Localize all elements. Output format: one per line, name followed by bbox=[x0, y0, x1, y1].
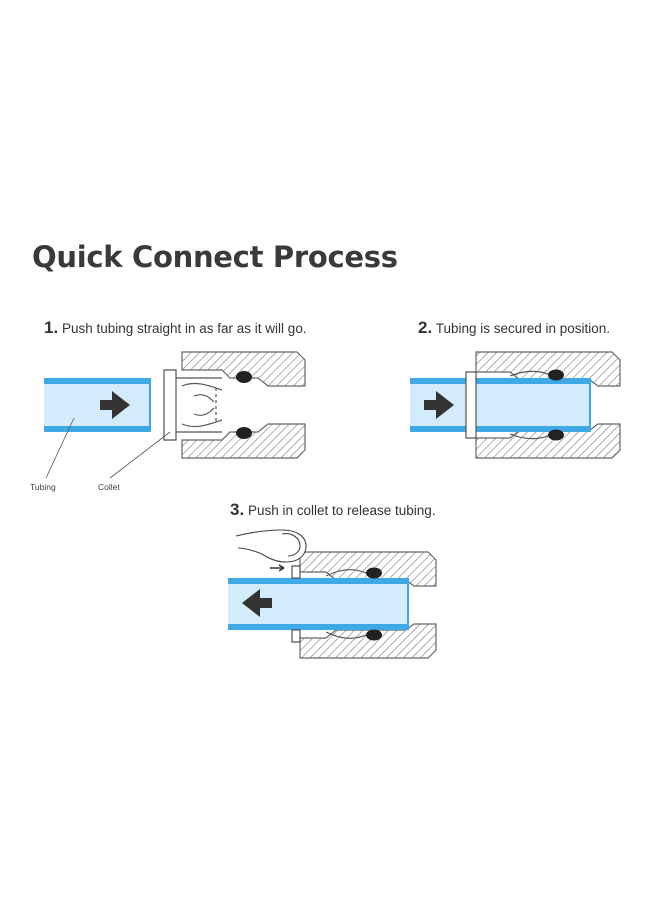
fitting-body-top bbox=[299, 551, 437, 587]
fitting-body-top bbox=[181, 351, 306, 387]
collet-illustration bbox=[291, 565, 369, 643]
step-3-number: 3. bbox=[230, 500, 245, 519]
step-2-caption: 2. Tubing is secured in position. bbox=[418, 318, 610, 338]
tubing-illustration bbox=[44, 378, 151, 432]
small-push-arrow-icon bbox=[270, 564, 285, 572]
fitting-body-bottom bbox=[475, 423, 621, 459]
push-arrow-right-icon bbox=[100, 391, 130, 419]
step-3-text: Push in collet to release tubing. bbox=[247, 503, 436, 518]
step-1-caption: 1. Push tubing straight in as far as it … bbox=[44, 318, 307, 338]
step-1-diagram bbox=[44, 351, 306, 479]
step-2-diagram bbox=[410, 351, 621, 459]
step-3-caption: 3. Push in collet to release tubing. bbox=[230, 500, 436, 520]
step-2-number: 2. bbox=[418, 318, 433, 337]
collet-callout-line bbox=[109, 431, 171, 479]
step-2-text: Tubing is secured in position. bbox=[435, 321, 611, 336]
fitting-body-bottom bbox=[181, 423, 306, 459]
o-ring-top bbox=[548, 369, 564, 381]
push-arrow-right-icon bbox=[424, 391, 454, 419]
fitting-body-bottom bbox=[299, 623, 437, 659]
collet-illustration bbox=[163, 369, 223, 441]
collet-illustration bbox=[465, 370, 553, 440]
finger-icon bbox=[235, 529, 307, 563]
page-title: Quick Connect Process bbox=[32, 240, 398, 274]
o-ring-bottom bbox=[548, 429, 564, 441]
collet-callout-label: Collet bbox=[98, 482, 120, 492]
step-1-number: 1. bbox=[44, 318, 59, 337]
tubing-callout-label: Tubing bbox=[30, 482, 56, 492]
o-ring-bottom bbox=[366, 629, 382, 641]
step-1-text: Push tubing straight in as far as it wil… bbox=[61, 321, 307, 336]
o-ring-bottom bbox=[236, 427, 252, 439]
o-ring-top bbox=[366, 567, 382, 579]
fitting-body-top bbox=[475, 351, 621, 387]
tubing-illustration bbox=[228, 578, 409, 630]
o-ring-top bbox=[236, 371, 252, 383]
step-3-diagram bbox=[228, 529, 437, 659]
pull-arrow-left-icon bbox=[242, 589, 272, 617]
tubing-callout-line bbox=[45, 417, 75, 479]
tubing-illustration bbox=[410, 378, 591, 432]
